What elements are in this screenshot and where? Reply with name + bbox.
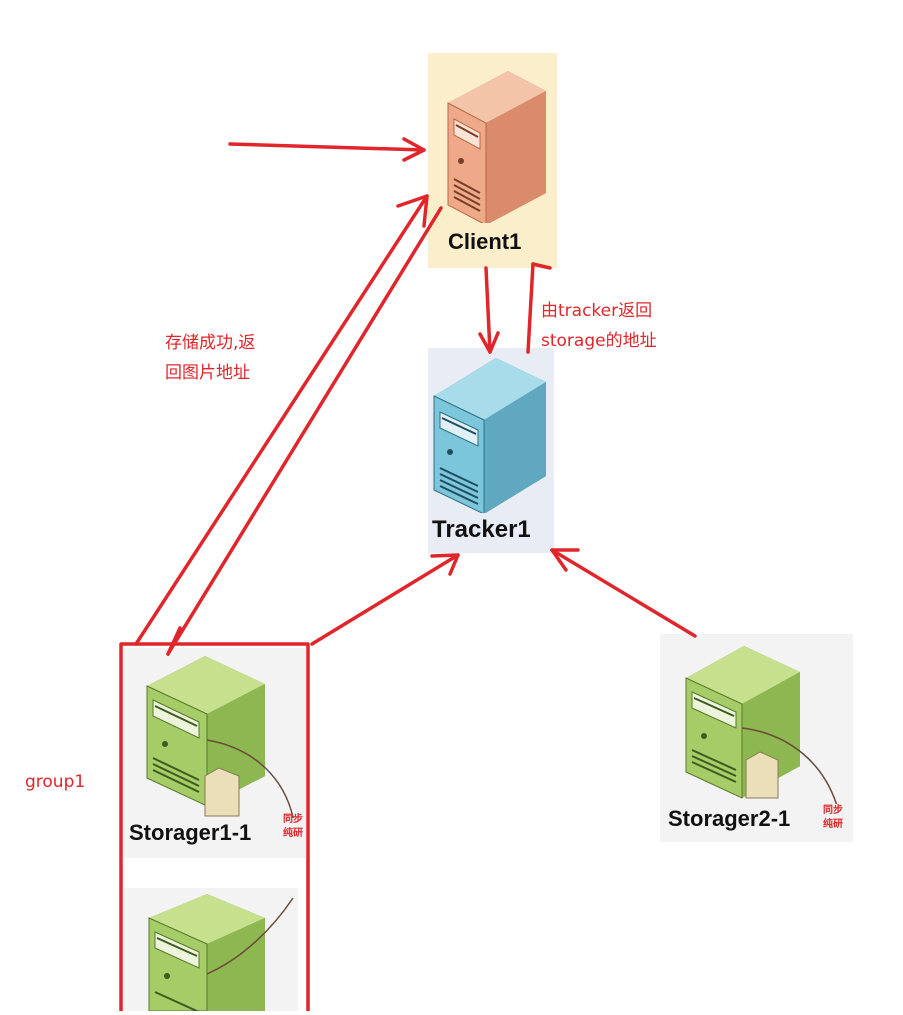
client-to-storage-arrowhead (166, 626, 182, 656)
store-success-note: 存储成功,返 回图片地址 (165, 333, 256, 383)
storage-to-client-arrow (134, 194, 429, 646)
tracker-return-note: 由tracker返回 storage的地址 (541, 301, 657, 351)
server-icon (148, 894, 294, 1013)
group-label: group1 (25, 772, 86, 792)
storage-1-1-label: Storager1-1 (129, 820, 252, 845)
storage-to-client-arrowhead (396, 194, 429, 228)
storage-2-1-node: Storager2-1 同步 纯研 (660, 634, 853, 842)
client-label: Client1 (448, 229, 522, 254)
server-icon (447, 71, 546, 226)
storage1-to-tracker-arrow (310, 553, 460, 646)
request-arrowhead (402, 137, 426, 162)
sync-note-2: 同步 纯研 (823, 805, 843, 830)
storage-1-1-node: Storager1-1 同步 纯研 (123, 648, 306, 858)
tracker-to-client-arrowhead (531, 262, 552, 270)
client-node: Client1 (428, 53, 557, 268)
tracker-label: Tracker1 (432, 516, 531, 543)
tracker-node: Tracker1 (428, 348, 554, 553)
server-icon (433, 358, 546, 515)
storage-1-2-node (123, 888, 298, 1013)
sync-note-1: 同步 纯研 (283, 814, 303, 839)
client-to-tracker-arrowhead (478, 331, 500, 354)
storage-2-1-label: Storager2-1 (668, 806, 791, 831)
storage2-to-tracker-arrowhead (550, 548, 580, 572)
client-to-storage-arrow (166, 206, 443, 656)
client-to-tracker-arrow (484, 266, 492, 354)
request-arrow (228, 142, 426, 152)
server-icon (685, 646, 839, 810)
group1-box (119, 642, 310, 1011)
storage1-to-tracker-arrowhead (430, 553, 460, 576)
tracker-to-client-arrow (526, 262, 535, 354)
storage2-to-tracker-arrow (550, 548, 697, 638)
server-icon (146, 656, 296, 829)
